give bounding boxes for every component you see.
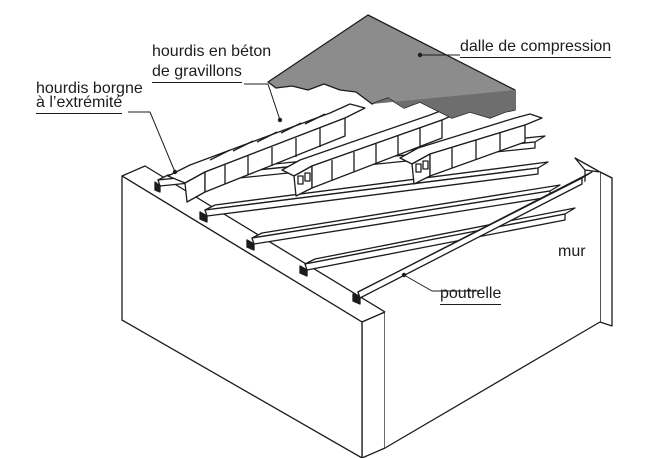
label-hourdis-borgne-line1: hourdis borgne bbox=[36, 80, 143, 97]
joist-5 bbox=[352, 171, 593, 305]
label-mur: mur bbox=[558, 243, 586, 260]
label-hourdis-beton-line2: de gravillons bbox=[152, 63, 242, 83]
label-dalle-de-compression: dalle de compression bbox=[460, 38, 612, 58]
joist-2 bbox=[199, 161, 549, 223]
joist-3 bbox=[246, 184, 561, 251]
hourdis-row-3 bbox=[399, 113, 543, 185]
label-hourdis-beton-line1: hourdis en béton bbox=[152, 43, 272, 60]
label-hourdis-borgne-line2: à l’extrémité bbox=[36, 94, 123, 114]
dalle-dot bbox=[417, 52, 423, 58]
dalle-compression bbox=[267, 14, 516, 119]
label-poutrelle: poutrelle bbox=[440, 285, 502, 305]
wall-inner bbox=[385, 172, 600, 448]
hourdis-row-1 bbox=[167, 103, 366, 203]
hourdis-row-2 bbox=[281, 107, 461, 197]
